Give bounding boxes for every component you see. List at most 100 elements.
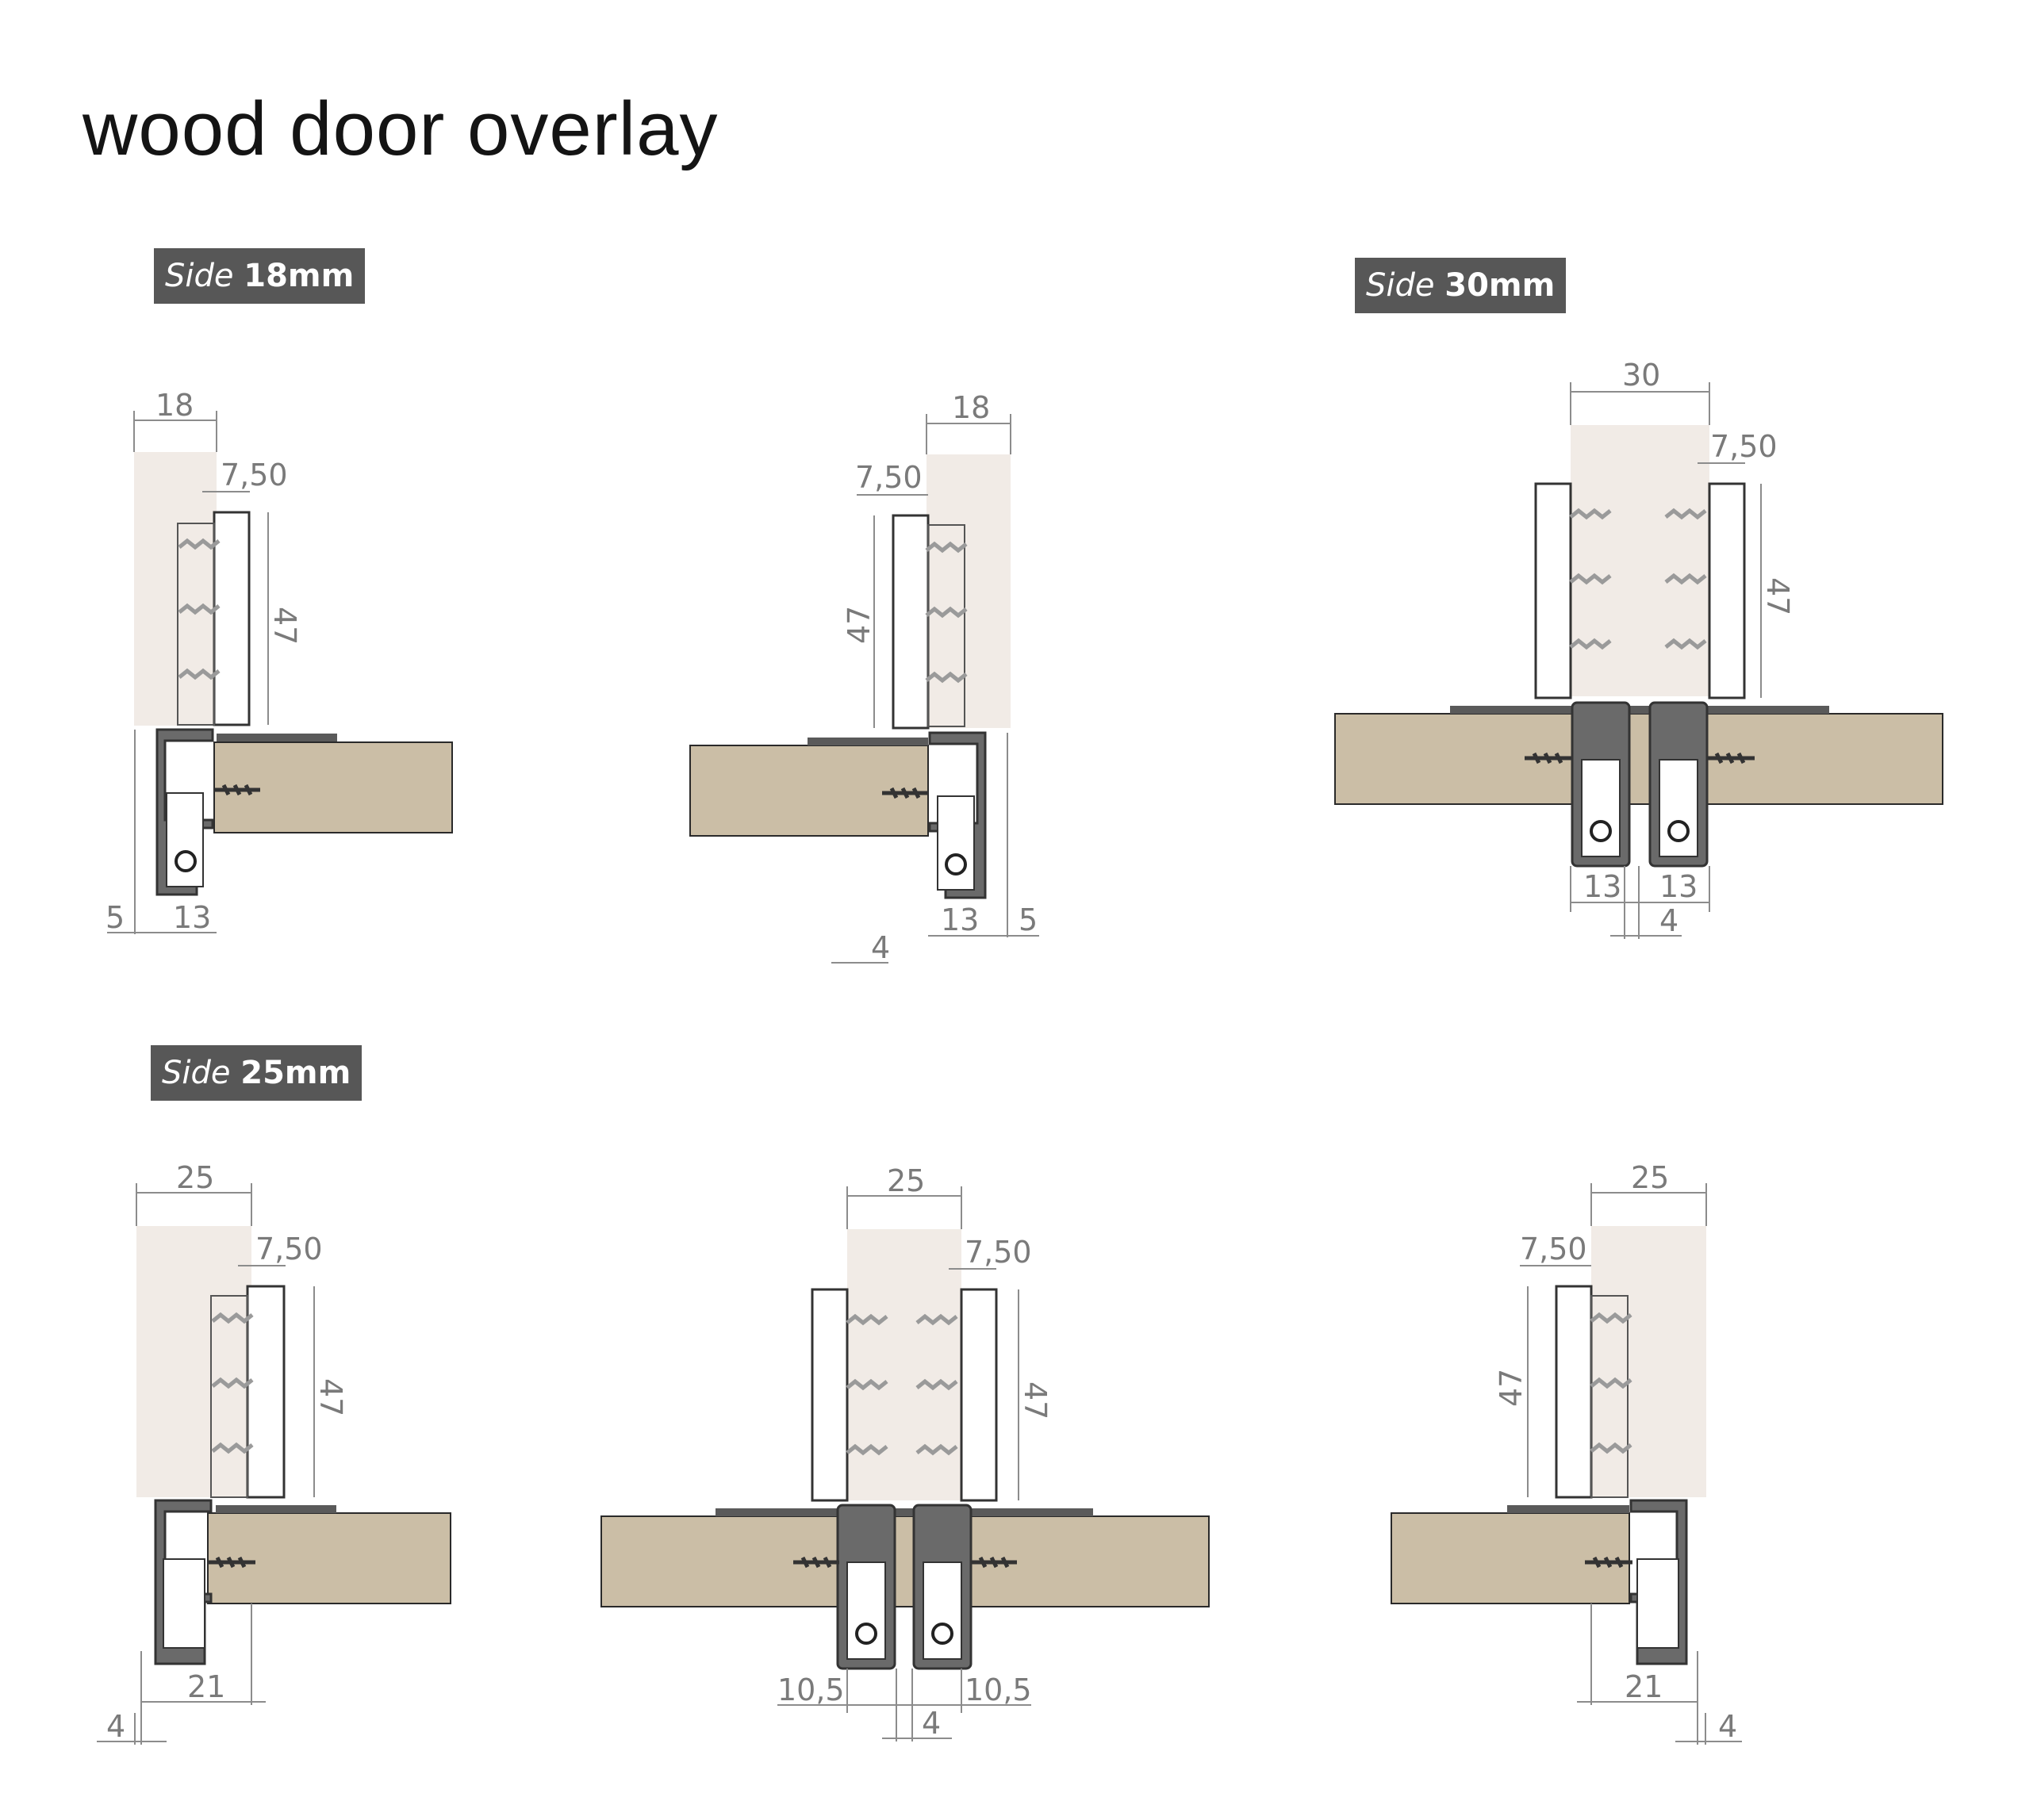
mounting-plate: [716, 1508, 1093, 1516]
dim-profile: 21: [1625, 1669, 1663, 1704]
door-panel: [927, 454, 1011, 728]
fixing-hole: [931, 1623, 953, 1645]
diagram-18mm-left: 18 7,50 47 5 13: [106, 388, 453, 935]
dim-width: 25: [1631, 1160, 1669, 1195]
diagram-30mm: 30 7,50 47 13 13 4: [1334, 358, 1943, 939]
hinge-leaf: [1555, 1285, 1593, 1499]
diagram-18mm-right: 18 7,50 47 13 5 4: [689, 390, 1039, 965]
dim-gap: 4: [106, 1709, 125, 1744]
dim-small: 4: [871, 930, 890, 965]
screw-icon: [846, 1378, 888, 1391]
dim-height: 47: [1018, 1381, 1053, 1420]
screw-icon: [793, 1556, 839, 1569]
dim-profile-left: 13: [1583, 869, 1621, 904]
screw-icon: [1525, 752, 1572, 764]
dim-height: 47: [842, 606, 877, 644]
screw-icon: [1707, 752, 1755, 764]
dim-width: 25: [176, 1160, 214, 1195]
profile-interior: [937, 795, 975, 891]
dim-offset: 7,50: [1520, 1232, 1587, 1266]
screw-icon: [211, 1377, 254, 1389]
fixing-hole: [945, 853, 967, 876]
screw-icon: [925, 606, 968, 619]
door-panel: [136, 1226, 251, 1497]
dim-profile-right: 13: [1659, 869, 1698, 904]
fixing-hole: [175, 850, 197, 872]
screw-icon: [211, 1312, 254, 1324]
side-board: [207, 1512, 451, 1604]
screw-icon: [1585, 1556, 1632, 1569]
hinge-bracket: [927, 524, 965, 727]
diagram-25mm-left: 25 7,50 47 21 4: [97, 1160, 451, 1745]
screw-icon: [1569, 638, 1612, 650]
door-panel: [134, 452, 217, 726]
dim-profile: 13: [941, 902, 979, 937]
section-tag-side-25mm: Side 25mm: [151, 1045, 363, 1101]
screw-icon: [1664, 508, 1707, 520]
dim-width: 25: [887, 1163, 925, 1198]
hinge-leaf: [811, 1288, 849, 1502]
hinge-leaf: [1708, 482, 1746, 699]
screw-icon: [178, 603, 221, 615]
mounting-plate: [1507, 1505, 1629, 1513]
door-panel: [1591, 1226, 1706, 1497]
dim-offset: 7,50: [221, 458, 288, 492]
dim-width: 18: [155, 388, 194, 423]
screw-icon: [1590, 1312, 1632, 1324]
screw-icon: [178, 538, 221, 550]
dim-profile: 13: [173, 900, 211, 935]
dim-gap: 5: [106, 900, 125, 935]
dim-height: 47: [1494, 1369, 1529, 1407]
diagram-25mm-double: 25 7,50 47 10,5 10,5 4: [600, 1163, 1210, 1741]
screw-icon: [915, 1443, 958, 1456]
hinge-bracket: [210, 1295, 248, 1498]
hinge-leaf: [213, 511, 251, 726]
hinge-leaf: [960, 1288, 998, 1502]
section-tag-word: Side: [165, 258, 234, 294]
side-board: [1391, 1512, 1630, 1604]
dim-height: 47: [313, 1378, 348, 1416]
screw-icon: [971, 1556, 1017, 1569]
mounting-plate: [1450, 706, 1829, 714]
dim-gap: 4: [1718, 1709, 1737, 1744]
screw-icon: [846, 1443, 888, 1456]
side-board: [1334, 713, 1943, 805]
dim-offset: 7,50: [855, 460, 923, 495]
screw-icon: [925, 541, 968, 554]
screw-icon: [214, 784, 260, 796]
screw-icon: [915, 1378, 958, 1391]
diagram-25mm-right: 25 7,50 47 21 4: [1391, 1160, 1742, 1745]
screw-icon: [1664, 573, 1707, 585]
dim-width: 30: [1622, 358, 1660, 393]
dim-profile-right: 10,5: [965, 1672, 1032, 1707]
dim-height: 47: [1760, 577, 1795, 615]
screw-icon: [882, 787, 928, 799]
dim-gap: 4: [1659, 903, 1678, 938]
screw-icon: [178, 668, 221, 680]
dim-offset: 7,50: [1710, 429, 1778, 464]
dim-profile: 21: [187, 1669, 225, 1704]
screw-icon: [925, 671, 968, 684]
dim-profile-left: 10,5: [777, 1672, 845, 1707]
profile-interior: [166, 792, 204, 887]
section-tag-value: 30mm: [1444, 267, 1556, 304]
dim-offset: 7,50: [965, 1235, 1032, 1270]
fixing-hole: [1667, 820, 1690, 842]
screw-icon: [208, 1556, 255, 1569]
section-tag-word: Side: [162, 1055, 231, 1091]
screw-icon: [1569, 508, 1612, 520]
hinge-leaf: [1534, 482, 1572, 699]
section-tag-value: 25mm: [240, 1055, 351, 1091]
mounting-plate: [808, 738, 928, 745]
section-tag-value: 18mm: [244, 258, 355, 294]
screw-icon: [915, 1313, 958, 1326]
mounting-plate: [217, 734, 337, 741]
screw-icon: [1590, 1442, 1632, 1454]
door-panel: [847, 1229, 961, 1500]
side-board: [600, 1515, 1210, 1607]
screw-icon: [1664, 638, 1707, 650]
profile-interior: [1636, 1558, 1679, 1649]
hinge-bracket: [177, 523, 215, 726]
hinge-leaf: [246, 1285, 286, 1499]
